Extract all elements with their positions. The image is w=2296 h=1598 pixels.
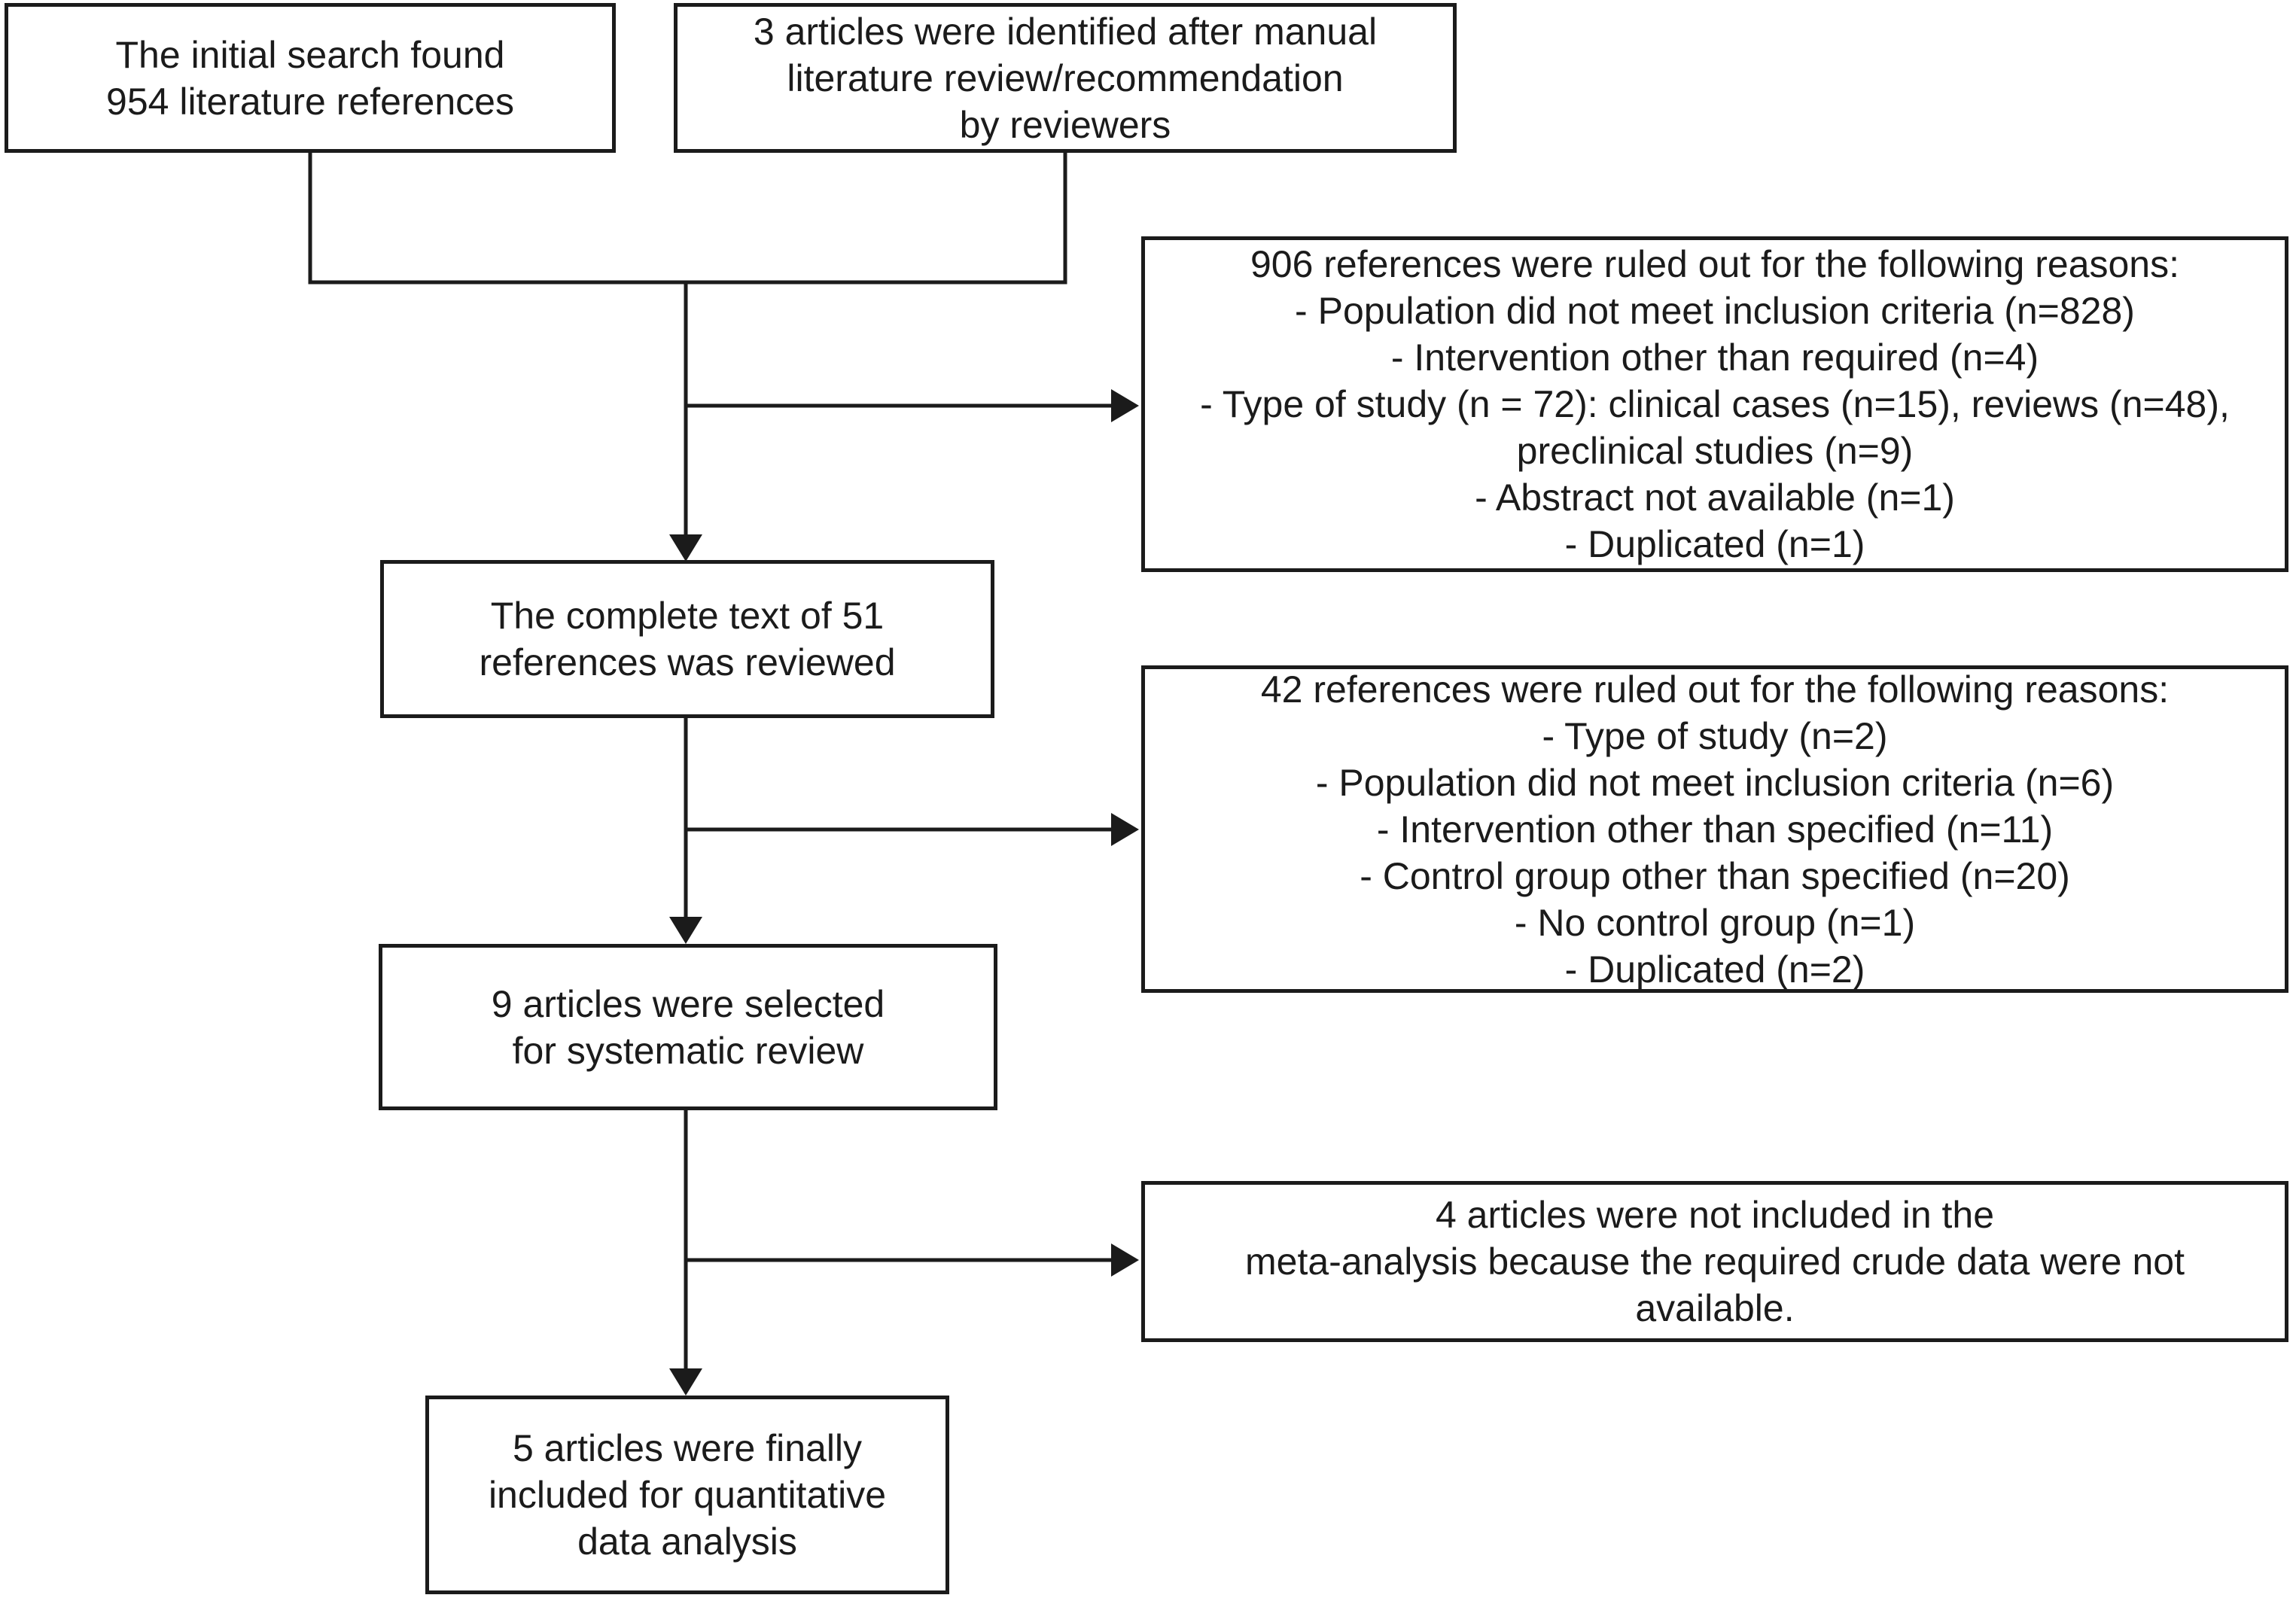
box-full-text-review-text: The complete text of 51 references was r… [479,595,896,683]
box-excluded-meta-analysis: 4 articles were not included in the meta… [1141,1181,2288,1342]
box-initial-search-text: The initial search found 954 literature … [106,33,514,123]
arrowhead-down-full-text-review [669,534,702,562]
box-quantitative-analysis: 5 articles were finally included for qua… [425,1396,949,1594]
box-full-text-review: The complete text of 51 references was r… [380,560,994,718]
box-excluded-meta-analysis-text: 4 articles were not included in the meta… [1245,1194,2185,1329]
box-excluded-full-text: 42 references were ruled out for the fol… [1141,665,2288,993]
arrowhead-right-excluded-meta [1111,1243,1139,1277]
arrowhead-right-excluded-first [1111,389,1139,422]
arrowhead-down-systematic-review [669,917,702,944]
box-manual-identification: 3 articles were identified after manual … [674,3,1457,153]
arrowhead-right-excluded-full-text [1111,813,1139,846]
box-excluded-full-text-text: 42 references were ruled out for the fol… [1260,668,2170,991]
box-quantitative-analysis-text: 5 articles were finally included for qua… [488,1427,887,1563]
box-systematic-review-selection: 9 articles were selected for systematic … [379,944,997,1110]
merge-connector-line [308,151,1067,285]
box-systematic-review-selection-text: 9 articles were selected for systematic … [491,982,885,1072]
box-excluded-first-screen: 906 references were ruled out for the fo… [1141,236,2288,572]
box-manual-identification-text: 3 articles were identified after manual … [753,10,1378,146]
arrowhead-down-quantitative-analysis [669,1368,702,1396]
box-initial-search: The initial search found 954 literature … [5,3,616,153]
box-excluded-first-screen-text: 906 references were ruled out for the fo… [1200,243,2230,565]
